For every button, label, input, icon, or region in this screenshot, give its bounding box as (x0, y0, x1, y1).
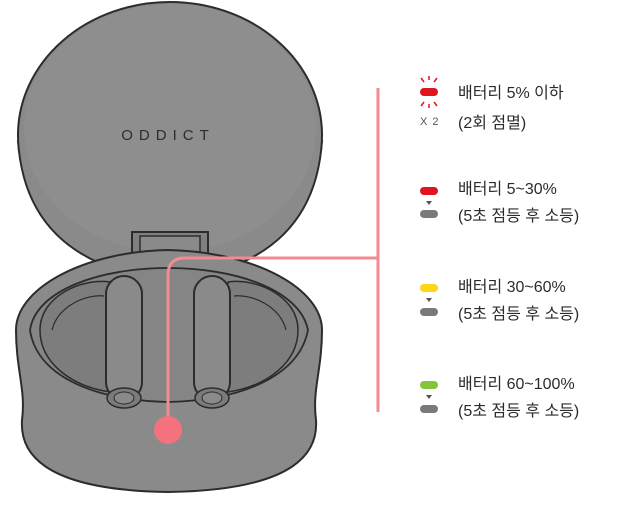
earbud-left (105, 275, 143, 409)
legend-sub-3: (5초 점등 후 소등) (458, 306, 580, 323)
led-transition-icon-green (420, 381, 438, 413)
legend-title-4: 배터리 60~100% (458, 376, 575, 393)
earbud-right (193, 275, 231, 409)
legend-title-2: 배터리 5~30% (458, 181, 557, 198)
legend-sub-2: (5초 점등 후 소등) (458, 208, 580, 225)
led-indicator (154, 416, 182, 444)
legend-sub-1: (2회 점멸) (458, 115, 527, 132)
blink-icon (420, 76, 438, 108)
legend-title-1: 배터리 5% 이하 (458, 85, 564, 102)
led-pointer (154, 88, 380, 444)
legend-sub-4: (5초 점등 후 소등) (458, 403, 580, 420)
led-transition-icon-red (420, 187, 438, 218)
legend-title-3: 배터리 30~60% (458, 279, 566, 296)
brand-logo: ODDICT (121, 127, 215, 144)
blink-count-badge: X 2 (420, 116, 440, 128)
led-transition-icon-yellow (420, 284, 438, 316)
